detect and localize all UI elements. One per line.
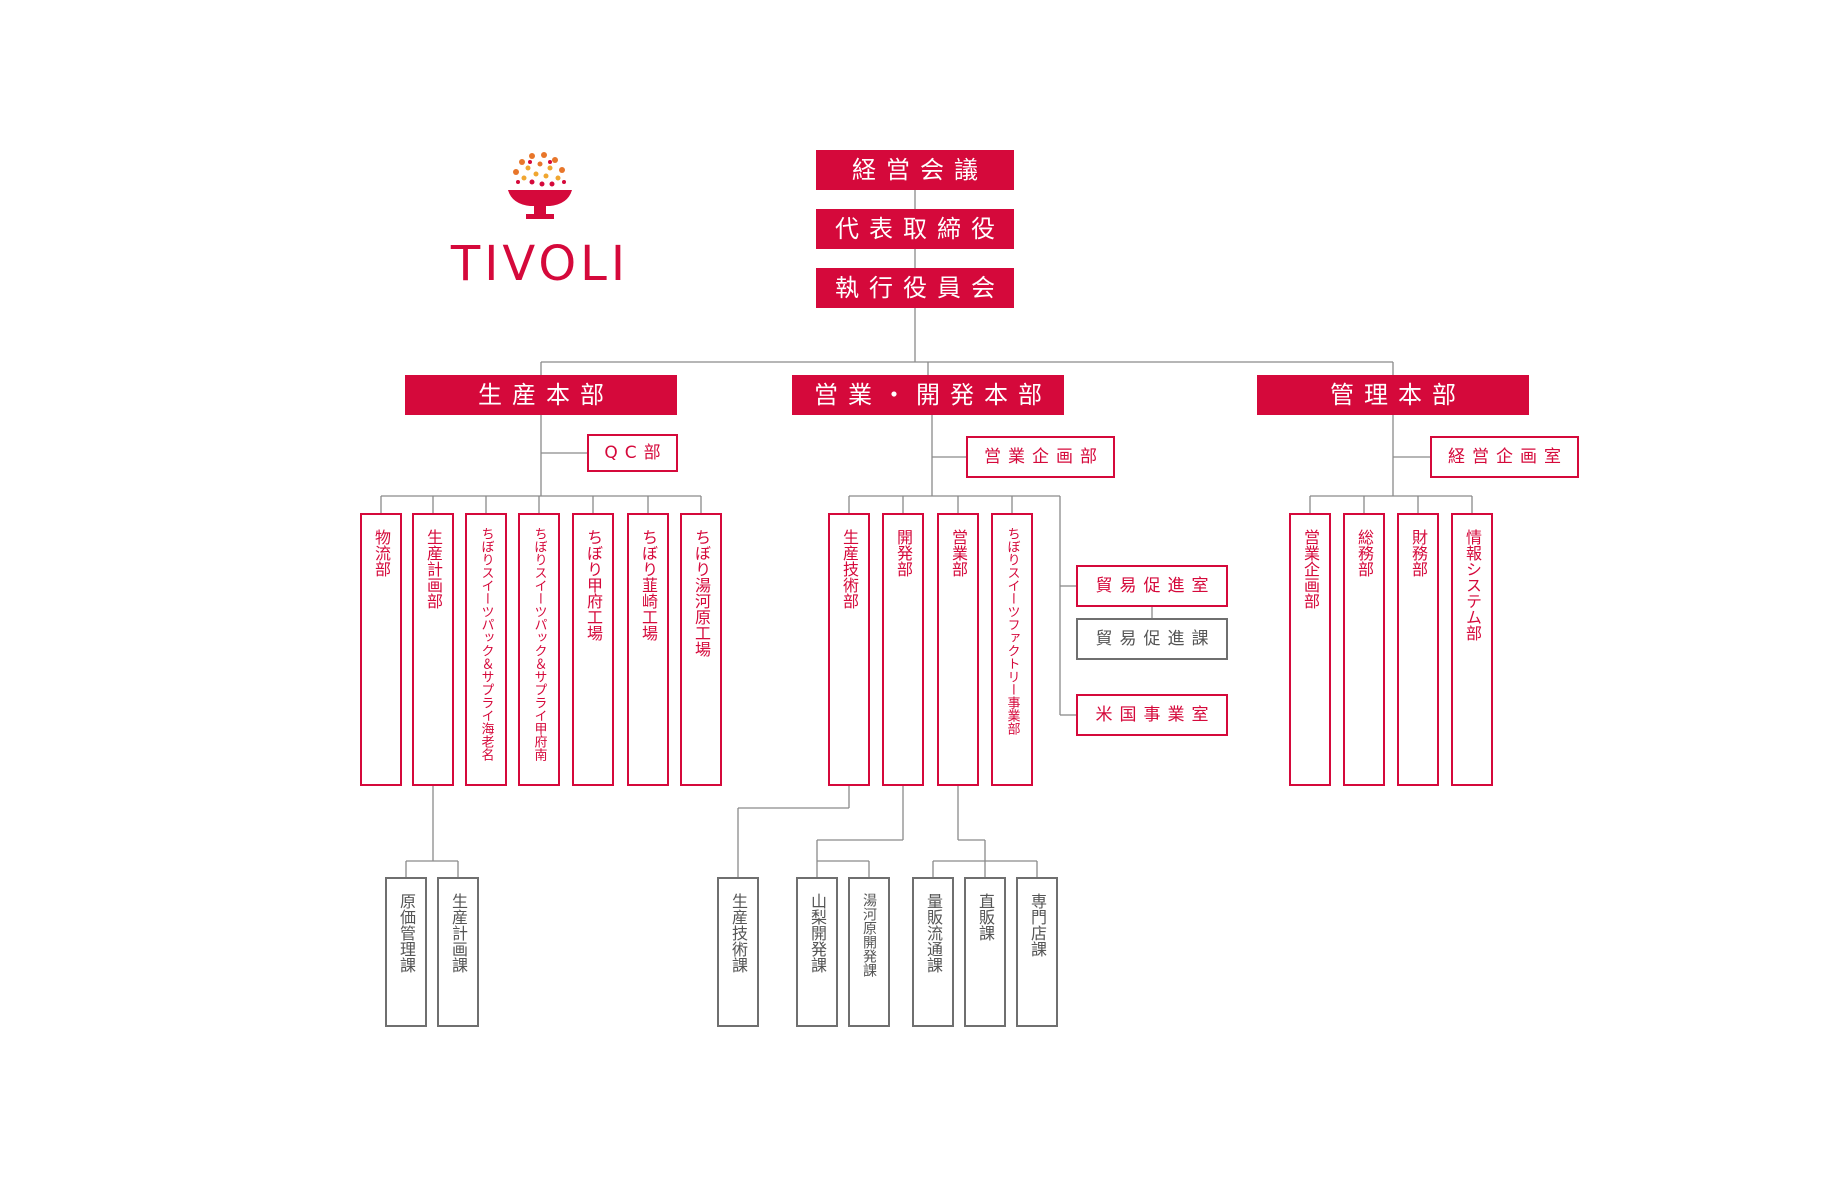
information-systems-department-box: 情報システム部 [1451,513,1493,786]
nirasaki-factory-box: ちぼり韮崎工場 [627,513,669,786]
development-department-box: 開発部 [882,513,924,786]
kofu-factory-box: ちぼり甲府工場 [572,513,614,786]
direct-sales-section-box: 直販課 [964,877,1006,1027]
sweets-factory-division-box: ちぼりスイーツファクトリー事業部 [991,513,1033,786]
production-planning-section-box: 生産計画課 [437,877,479,1027]
sweets-pack-ebina-box: ちぼりスイーツパック＆サプライ海老名 [465,513,507,786]
yamanashi-development-section-box: 山梨開発課 [796,877,838,1027]
general-affairs-department-box: 総務部 [1343,513,1385,786]
mass-retail-section-box: 量販流通課 [912,877,954,1027]
sales-development-division-box: 営業・開発本部 [792,375,1064,415]
logo-text: TIVOLI [450,236,630,292]
qc-department-box: QC部 [587,434,678,472]
logistics-department-box: 物流部 [360,513,402,786]
sales-department-box: 営業部 [937,513,979,786]
admin-sales-planning-department-box: 営業企画部 [1289,513,1331,786]
yugawara-development-section-box: 湯河原開発課 [848,877,890,1027]
representative-director-box: 代表取締役 [816,209,1014,249]
management-meeting-box: 経営会議 [816,150,1014,190]
finance-department-box: 財務部 [1397,513,1439,786]
corporate-planning-office-box: 経営企画室 [1430,436,1579,478]
administration-division-box: 管理本部 [1257,375,1529,415]
yugawara-factory-box: ちぼり湯河原工場 [680,513,722,786]
production-planning-department-box: 生産計画部 [412,513,454,786]
us-business-office-box: 米国事業室 [1076,694,1228,736]
tivoli-emblem-icon [508,152,572,219]
production-division-box: 生産本部 [405,375,677,415]
sweets-pack-kofu-minami-box: ちぼりスイーツパック＆サプライ甲府南 [518,513,560,786]
trade-promotion-office-box: 貿易促進室 [1076,565,1228,607]
sales-planning-box: 営業企画部 [966,436,1115,478]
cost-management-section-box: 原価管理課 [385,877,427,1027]
executive-committee-box: 執行役員会 [816,268,1014,308]
tivoli-logo: TIVOLI [440,148,640,292]
production-technology-section-box: 生産技術課 [717,877,759,1027]
specialty-store-section-box: 専門店課 [1016,877,1058,1027]
production-technology-department-box: 生産技術部 [828,513,870,786]
trade-promotion-section-box: 貿易促進課 [1076,618,1228,660]
